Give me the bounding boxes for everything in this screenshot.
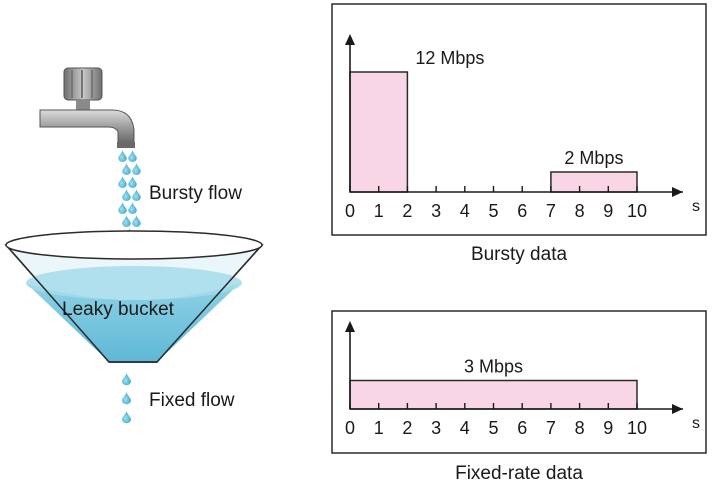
- x-tick-label: 2: [402, 418, 412, 438]
- chart-panel: [331, 3, 707, 236]
- fixed-flow-label: Fixed flow: [149, 390, 235, 411]
- bucket-icon: [4, 230, 264, 363]
- x-tick-label: 5: [488, 201, 498, 221]
- water-drop-icon: [122, 372, 131, 424]
- chart-bar: [349, 71, 409, 193]
- x-tick-label: 8: [575, 418, 585, 438]
- water-drop-icon: [122, 410, 131, 424]
- water-drop-icon: [122, 163, 131, 175]
- x-tick-label: 1: [374, 418, 384, 438]
- x-tick-label: 10: [627, 418, 647, 438]
- water-drop-icon: [118, 176, 127, 188]
- x-tick-label: 7: [546, 201, 556, 221]
- water-drop-icon: [122, 391, 131, 405]
- chart-caption: Bursty data: [471, 244, 568, 265]
- y-axis-arrow: [345, 34, 355, 45]
- water-drop-icon: [132, 163, 141, 175]
- water-drop-icon: [128, 150, 137, 162]
- chart-bar: [550, 171, 638, 193]
- bar-rate-label: 3 Mbps: [464, 357, 523, 377]
- x-tick-label: 0: [345, 201, 355, 221]
- x-tick-label: 9: [603, 418, 613, 438]
- water-drop-icon: [122, 189, 131, 201]
- water-drop-icon: [122, 215, 131, 227]
- bar-rate-label: 2 Mbps: [564, 148, 623, 168]
- x-tick-label: 2: [402, 201, 412, 221]
- x-tick-label: 5: [488, 418, 498, 438]
- x-tick-label: 6: [517, 418, 527, 438]
- leaky-bucket-label: Leaky bucket: [62, 299, 175, 320]
- x-tick-label: 3: [431, 418, 441, 438]
- x-tick-label: 4: [460, 418, 470, 438]
- x-tick-label: 9: [603, 201, 613, 221]
- x-tick-label: 8: [575, 201, 585, 221]
- x-tick-label: 7: [546, 418, 556, 438]
- water-drop-icon: [118, 150, 127, 162]
- faucet-icon: [39, 67, 135, 148]
- x-tick-label: 1: [374, 201, 384, 221]
- x-axis-arrow: [672, 187, 683, 197]
- x-unit-label: s: [692, 198, 700, 215]
- water-drop-icon: [132, 215, 141, 227]
- x-tick-label: 6: [517, 201, 527, 221]
- bursty-flow-label: Bursty flow: [149, 183, 242, 204]
- water-drop-icon: [118, 202, 127, 214]
- water-drop-icon: [128, 202, 137, 214]
- x-tick-label: 4: [460, 201, 470, 221]
- x-tick-label: 0: [345, 418, 355, 438]
- water-drop-icon: [122, 372, 131, 386]
- chart-caption: Fixed-rate data: [455, 463, 583, 484]
- x-axis-arrow: [672, 404, 683, 414]
- x-tick-label: 3: [431, 201, 441, 221]
- water-drop-icon: [128, 176, 137, 188]
- y-axis-arrow: [345, 321, 355, 332]
- x-unit-label: s: [692, 415, 700, 432]
- water-drop-icon: [132, 189, 141, 201]
- x-tick-label: 10: [627, 201, 647, 221]
- bar-rate-label: 12 Mbps: [415, 48, 484, 68]
